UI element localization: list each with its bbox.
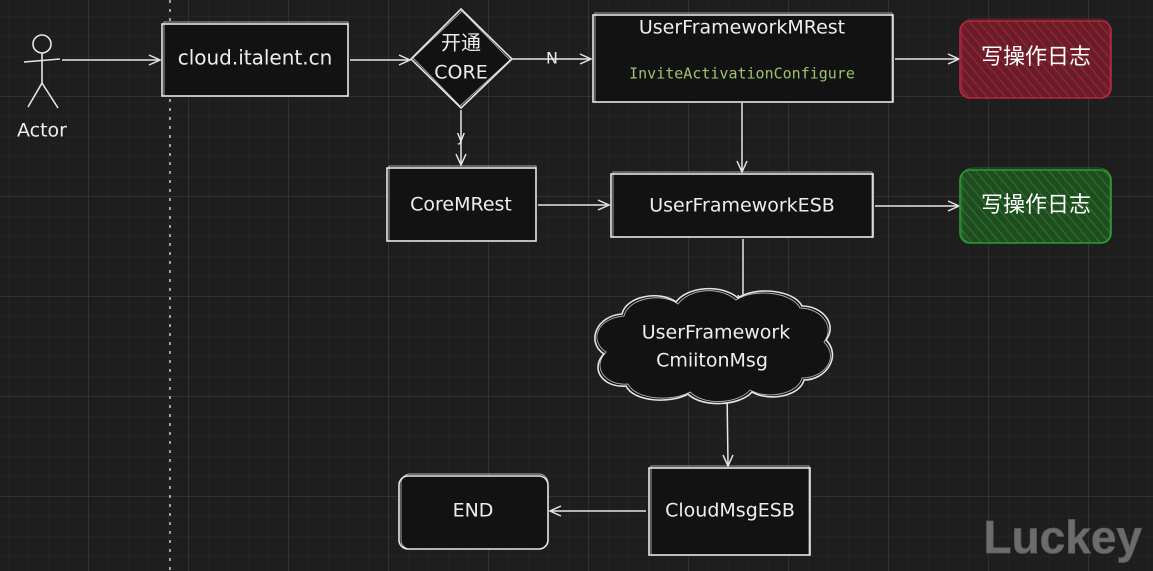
node-core-mrest: CoreMRest (386, 165, 537, 242)
actor-label: Actor (17, 120, 67, 142)
watermark-luckey: Luckey (983, 511, 1142, 563)
edge-actor-to-cloud-arrowhead (148, 54, 162, 66)
edge-ufmrest-to-log-red-arrowhead (947, 53, 961, 65)
node-cloud-italent-label: cloud.italent.cn (178, 46, 333, 70)
edges (62, 53, 961, 517)
node-cloud-italent: cloud.italent.cn (161, 21, 349, 97)
node-write-log-green: 写操作日志 (959, 167, 1112, 244)
node-end: END (398, 473, 549, 550)
edge-cloudmsgesb-to-end-arrowhead (548, 505, 562, 517)
node-write-log-red-label: 写操作日志 (981, 45, 1091, 70)
node-userframework-mrest-title: UserFrameworkMRest (639, 17, 845, 39)
node-userframework-mrest-method: InviteActivationConfigure (629, 65, 855, 83)
node-decision-line1: 开通 (441, 31, 481, 55)
edge-ufesb-to-log-green-arrowhead (947, 200, 961, 212)
node-userframework-msg-cloud: UserFramework CmiitonMsg (594, 287, 834, 405)
edge-cloud-to-decision-arrowhead (398, 54, 412, 66)
node-cloud-msg-esb-label: CloudMsgESB (665, 500, 795, 522)
node-cloud-msg-esb: CloudMsgESB (648, 465, 811, 556)
node-userframework-msg-line2: CmiitonMsg (656, 350, 768, 372)
node-decision-line2: CORE (434, 62, 487, 84)
edge-decision-to-ufmrest-arrowhead (579, 53, 593, 65)
actor-figure-icon (23, 34, 61, 109)
node-userframework-mrest: UserFrameworkMRest InviteActivationConfi… (592, 12, 894, 103)
edge-label-no: N (546, 49, 558, 68)
edge-cloudmsg-to-cloudmsgesb (726, 391, 729, 465)
node-userframework-esb-label: UserFrameworkESB (649, 195, 835, 217)
node-userframework-esb: UserFrameworkESB (610, 171, 874, 238)
node-decision-core: 开通 CORE (409, 7, 514, 110)
edge-label-yes: y (457, 128, 466, 146)
node-write-log-red: 写操作日志 (959, 18, 1112, 99)
node-end-label: END (453, 500, 494, 522)
node-write-log-green-label: 写操作日志 (981, 193, 1091, 218)
node-userframework-msg-line1: UserFramework (642, 322, 790, 344)
node-core-mrest-label: CoreMRest (410, 194, 512, 216)
edge-coremrest-to-ufesb-arrowhead (597, 199, 611, 211)
edge-decision-to-coremrest-arrowhead (455, 153, 467, 167)
